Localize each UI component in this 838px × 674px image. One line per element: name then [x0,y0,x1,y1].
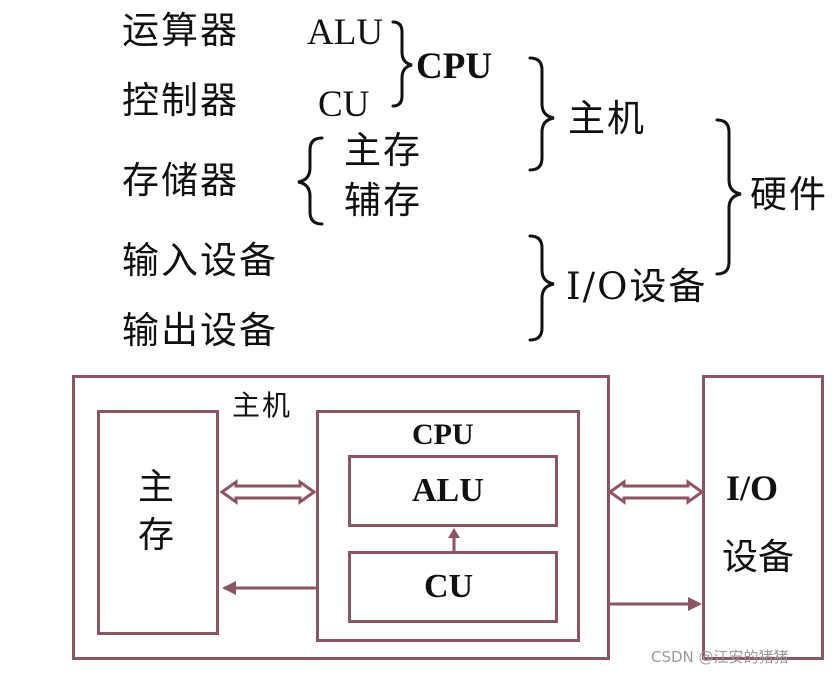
tree-cpu: CPU [416,46,493,87]
alu-label: ALU [412,472,484,509]
alu-box [348,455,558,527]
io-label-1: I/O [726,468,779,508]
brace-cpu [391,20,413,108]
tree-control-unit: 控制器 [122,79,239,122]
main-memory-box [97,410,219,635]
io-box [702,375,824,660]
brace-storage [297,136,324,226]
watermark: CSDN @江安的猪猪 [651,648,789,666]
main-memory-label-2: 存 [138,515,175,556]
arrowhead-mem [222,581,236,595]
tree-main-storage: 主存 [344,129,422,172]
tree-alu: ALU [307,12,384,53]
brace-hardware [715,118,742,276]
arrowhead-alu [448,528,460,538]
tree-aux-storage: 辅存 [344,179,422,222]
tree-io-devices: I/O设备 [566,265,708,308]
cpu-label: CPU [412,418,474,451]
host-box [72,375,610,660]
tree-input-device: 输入设备 [122,239,278,282]
tree-memory: 存储器 [122,159,239,202]
cpu-box [316,410,580,642]
brace-host [528,56,555,172]
arrow-mem-cpu [219,479,317,505]
main-memory-label-1: 主 [138,467,175,508]
tree-alu-unit: 运算器 [122,9,239,52]
tree-hardware: 硬件 [750,173,828,216]
cu-label: CU [424,568,474,605]
tree-output-device: 输出设备 [122,309,278,352]
tree-host: 主机 [568,97,646,140]
tree-cu: CU [318,84,370,125]
arrow-host-io [607,479,705,505]
io-label-2: 设备 [722,537,795,578]
cu-box [348,551,558,623]
brace-io [528,234,555,342]
arrowhead-io [688,597,702,611]
host-label: 主机 [232,389,293,422]
